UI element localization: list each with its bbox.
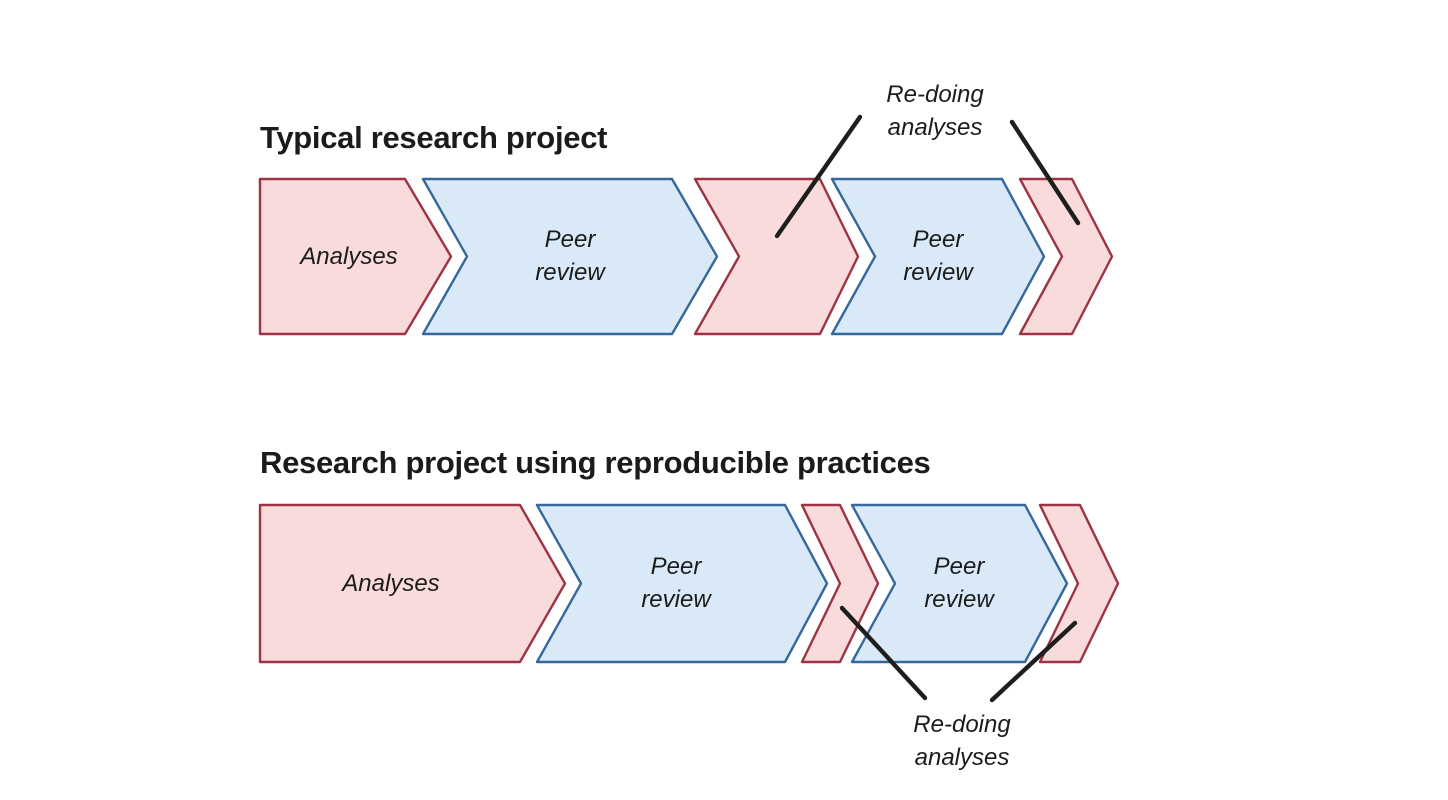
bottom-diagram-title: Research project using reproducible prac… xyxy=(260,445,931,480)
bottom-annotation-line-right xyxy=(989,620,1078,703)
top-peer-review-2-label: Peer review xyxy=(903,226,973,286)
top-redo-analyses-annotation: Re-doing analyses xyxy=(886,81,984,141)
top-flow xyxy=(255,174,1117,339)
top-annotation-line-left xyxy=(774,114,863,239)
top-annotation-line-right xyxy=(1009,119,1081,226)
bottom-peer-review-2-arrow xyxy=(850,503,1069,664)
bottom-peer-review-1-label: Peer review xyxy=(641,553,711,613)
top-redo-analyses-2-arrow xyxy=(1018,177,1114,336)
top-peer-review-2-arrow xyxy=(830,177,1046,336)
top-redo-analyses-1-arrow xyxy=(693,177,860,336)
top-analyses-arrow xyxy=(258,177,453,336)
top-analyses-label: Analyses xyxy=(300,243,398,270)
bottom-peer-review-1-arrow xyxy=(535,503,829,664)
top-diagram-title: Typical research project xyxy=(260,120,608,155)
bottom-flow xyxy=(255,500,1123,667)
bottom-analyses-arrow xyxy=(258,503,567,664)
top-peer-review-1-label: Peer review xyxy=(535,226,605,286)
callout-lines xyxy=(774,114,1081,703)
bottom-redo-analyses-annotation: Re-doing analyses xyxy=(913,711,1011,771)
bottom-analyses-label: Analyses xyxy=(342,570,440,597)
top-peer-review-1-arrow xyxy=(421,177,719,336)
bottom-peer-review-2-label: Peer review xyxy=(924,553,994,613)
bottom-redo-analyses-2-chevron xyxy=(1038,503,1120,664)
bottom-redo-analyses-1-chevron xyxy=(800,503,880,664)
bottom-annotation-line-left xyxy=(839,605,928,701)
